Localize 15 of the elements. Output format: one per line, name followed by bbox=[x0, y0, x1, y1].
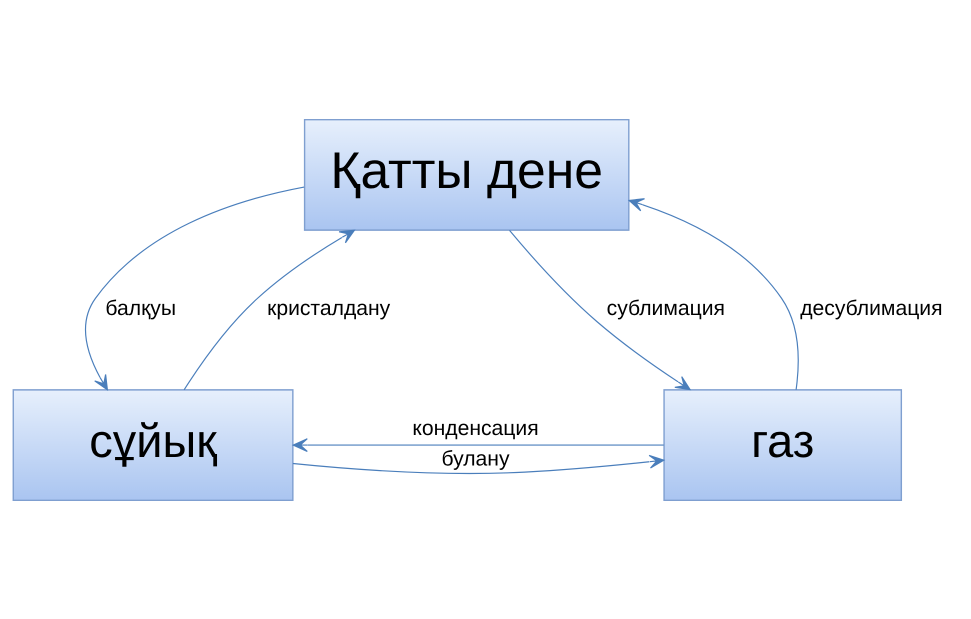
arrow bbox=[85, 186, 304, 390]
edge-label: булану bbox=[441, 447, 510, 470]
node-box: сұйық bbox=[12, 388, 294, 500]
node-box: Қатты дене bbox=[304, 118, 630, 230]
edge-label: конденсация bbox=[412, 416, 539, 440]
arrow bbox=[292, 454, 664, 474]
edge-label: десублимация bbox=[800, 296, 943, 320]
arrow bbox=[184, 229, 356, 390]
arrow bbox=[509, 230, 691, 390]
edge-label: сублимация bbox=[606, 296, 725, 320]
node-box: газ bbox=[663, 388, 902, 500]
arrow bbox=[628, 198, 799, 390]
edge-label: балқуы bbox=[105, 296, 176, 320]
edge-label: кристалдану bbox=[267, 296, 390, 320]
arrow bbox=[292, 438, 664, 452]
